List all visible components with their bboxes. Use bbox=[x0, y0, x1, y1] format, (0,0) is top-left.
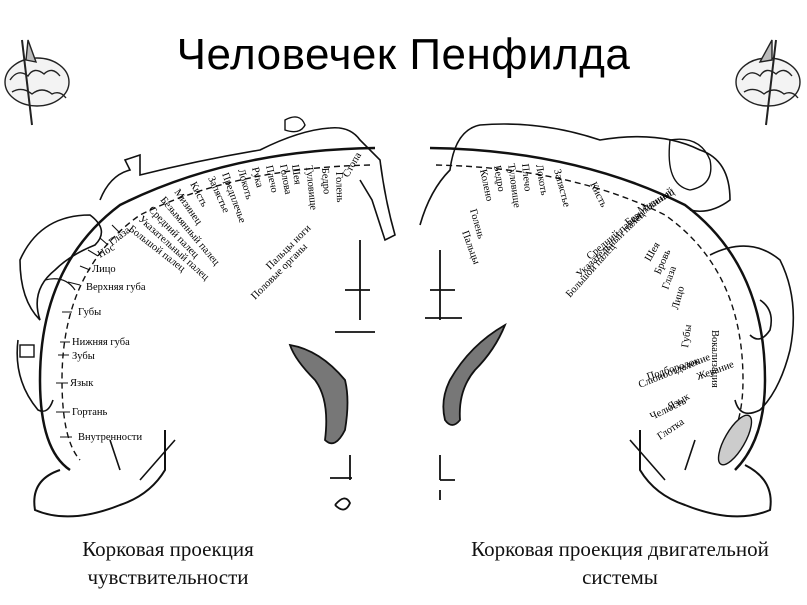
sensory-cortex bbox=[16, 116, 396, 518]
motor-label: Плечо bbox=[519, 163, 533, 192]
sensory-label: Язык bbox=[70, 378, 94, 389]
brain-icon-left bbox=[4, 39, 70, 126]
sensory-label: Рука bbox=[249, 166, 265, 189]
sensory-label: Туловище bbox=[303, 165, 319, 211]
sensory-label: Зубы bbox=[72, 351, 95, 362]
caption-motor: Корковая проекция двигательной системы bbox=[471, 537, 769, 589]
page-title: Человечек Пенфилда bbox=[176, 30, 631, 79]
sensory-label: Гортань bbox=[72, 407, 108, 418]
sensory-label: Плечо bbox=[263, 164, 280, 193]
sensory-label: Шея bbox=[289, 164, 303, 186]
brain-icon-right bbox=[735, 39, 801, 126]
sensory-label: Голова bbox=[277, 164, 293, 196]
motor-label: Глотка bbox=[656, 417, 687, 443]
motor-label: Вокализация bbox=[709, 330, 720, 388]
sensory-label: Внутренности bbox=[78, 432, 142, 443]
sensory-label: Лицо bbox=[92, 264, 116, 275]
motor-label: Бедро bbox=[491, 165, 506, 193]
motor-label: Запястье bbox=[551, 168, 572, 209]
motor-cortex bbox=[419, 123, 795, 518]
sensory-label: Бедро bbox=[319, 167, 332, 194]
motor-label-group: Пальцы Голень Колено Бедро Туловище Плеч… bbox=[459, 163, 736, 443]
motor-label: Локоть bbox=[533, 164, 549, 197]
sensory-label: Голень bbox=[333, 172, 345, 203]
motor-label: Губы bbox=[680, 324, 694, 348]
motor-label: Колено bbox=[477, 168, 494, 202]
motor-label: Лицо bbox=[670, 285, 687, 311]
caption-sensory: Корковая проекция чувствительности bbox=[82, 537, 254, 589]
central-structures bbox=[288, 240, 507, 511]
sensory-label: Верхняя губа bbox=[86, 282, 146, 293]
sensory-label-group: Внутренности Гортань Язык Зубы Нижняя гу… bbox=[70, 150, 364, 443]
sensory-label: Нижняя губа bbox=[72, 337, 130, 348]
motor-label: Кисть bbox=[587, 180, 609, 209]
sensory-label: Стопа bbox=[341, 150, 364, 179]
sensory-label: Губы bbox=[78, 307, 101, 318]
